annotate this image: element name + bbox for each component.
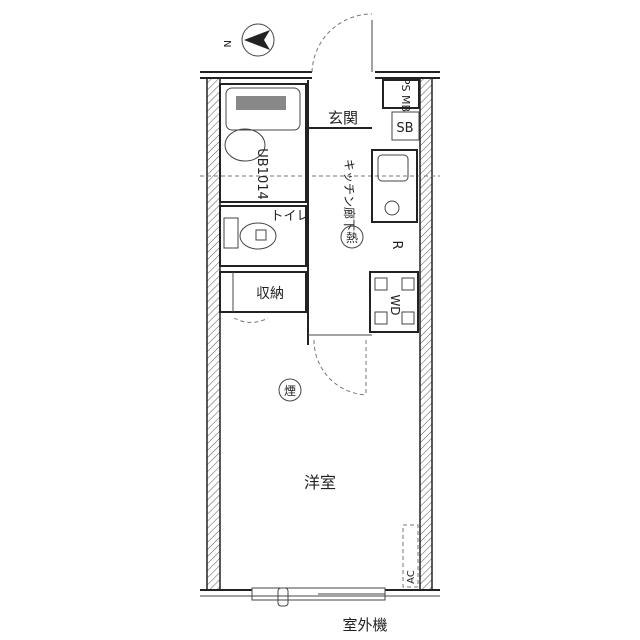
smoke-detector: 煙 [278,378,302,402]
sb-label: SB [396,121,413,136]
entrance-door [311,13,373,73]
washer-label: WD [388,294,402,315]
kitchen-hall-label: キッチン廊下 [342,159,357,231]
western-room-label: 洋室 [304,473,336,492]
ps-mb-label: PS MB [399,78,412,112]
compass-label: N [221,40,232,47]
aircon-label: AC [406,570,417,584]
smoke-detector-label: 煙 [284,384,296,398]
aircon: AC [402,524,419,588]
entrance-label: 玄関 [328,109,358,127]
heater-symbol: 熱 [340,225,364,249]
outdoor-unit-label: 室外機 [342,616,387,634]
ps-mb: PS MB [382,78,420,112]
exterior-walls [200,71,440,597]
toilet-label: トイレ [270,209,309,224]
storage-label: 収納 [256,286,284,302]
storage: 収納 [219,271,307,323]
sb: SB [391,111,420,141]
heater-label: 熱 [346,231,358,245]
kitchen: キッチン廊下 [342,149,418,231]
window [251,587,386,607]
unit-bath-label: UB1014 [254,148,269,200]
toilet-room: トイレ [219,205,310,267]
washer: WD [369,271,419,333]
compass-icon: N [221,23,275,57]
unit-bath: UB1014 [219,83,307,203]
fridge-label: R [389,240,404,249]
